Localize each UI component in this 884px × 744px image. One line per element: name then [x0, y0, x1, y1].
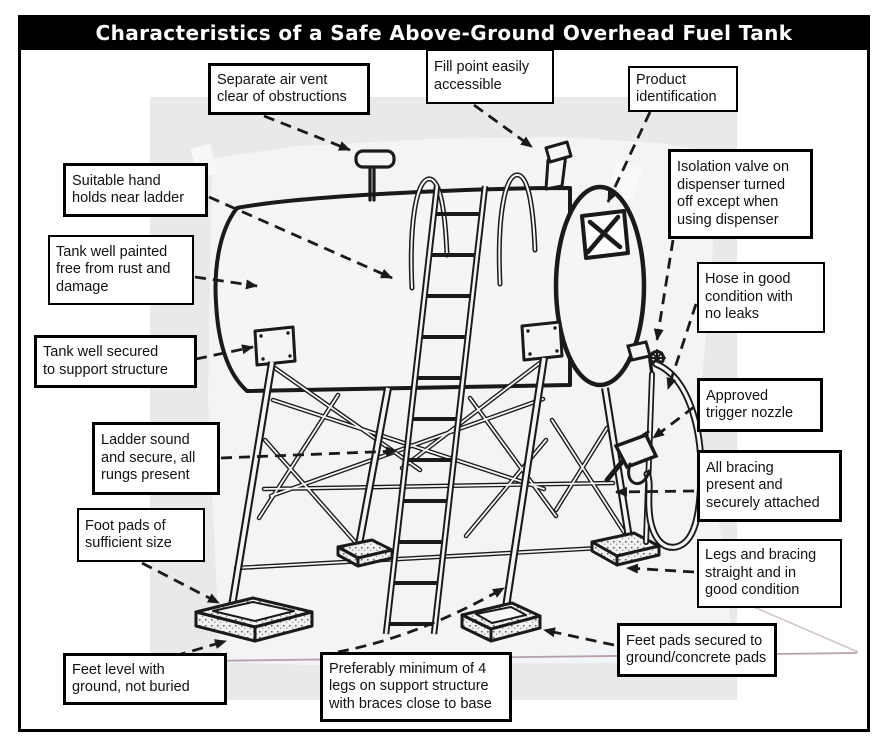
arrow-fill-point	[473, 103, 533, 149]
callout-minimum-legs: Preferably minimum of 4 legs on support …	[320, 652, 512, 722]
callout-feet-level: Feet level with ground, not buried	[63, 653, 227, 705]
mounting-plate-right	[520, 320, 564, 362]
callout-fill-point: Fill point easily accessible	[426, 49, 554, 104]
callout-product-identification: Product identification	[628, 66, 738, 112]
concrete-pad-back-center	[336, 538, 394, 568]
arrow-trigger-nozzle	[652, 405, 695, 440]
dispenser-group	[604, 340, 705, 551]
callout-all-bracing: All bracing present and securely attache…	[697, 450, 842, 522]
mounting-plate-left	[253, 325, 297, 367]
concrete-pads	[194, 531, 661, 643]
arrow-foot-pads-size	[141, 561, 220, 605]
arrow-all-bracing	[615, 486, 695, 497]
trigger-nozzle	[604, 430, 659, 486]
callout-tank-well-painted: Tank well painted free from rust and dam…	[48, 235, 194, 305]
arrow-separate-air-vent	[263, 114, 351, 152]
concrete-pad-dispenser	[590, 531, 661, 567]
pointer-arrows	[141, 103, 698, 658]
arrow-hose-condition	[666, 303, 698, 390]
callout-ladder-sound: Ladder sound and secure, all rungs prese…	[92, 422, 220, 495]
callout-suitable-hand-holds: Suitable hand holds near ladder	[63, 163, 208, 217]
page-title: Characteristics of a Safe Above-Ground O…	[21, 18, 867, 50]
fill-point	[544, 140, 573, 191]
ladder	[382, 185, 489, 635]
callout-isolation-valve: Isolation valve on dispenser turned off …	[668, 149, 813, 239]
arrow-feet-pads-secured	[543, 627, 615, 647]
callout-foot-pads-size: Foot pads of sufficient size	[77, 508, 205, 562]
hand-hold-right	[498, 173, 536, 285]
isolation-valve	[626, 340, 652, 362]
support-legs	[228, 357, 633, 608]
callout-separate-air-vent: Separate air vent clear of obstructions	[208, 63, 370, 115]
concrete-pad-front-left	[194, 596, 314, 643]
concrete-pad-front-right	[460, 601, 542, 643]
arrow-minimum-legs	[337, 586, 505, 654]
callout-feet-pads-secured: Feet pads secured to ground/concrete pad…	[617, 623, 777, 677]
callout-approved-trigger-nozzle: Approved trigger nozzle	[697, 378, 823, 432]
callout-legs-bracing: Legs and bracing straight and in good co…	[697, 539, 842, 608]
arrow-hand-holds	[208, 195, 393, 280]
air-vent	[354, 149, 396, 202]
mounting-plates	[253, 320, 564, 367]
arrow-tank-painted	[194, 275, 258, 290]
product-placard-icon	[580, 209, 630, 260]
arrow-tank-secured	[195, 344, 254, 361]
callout-hose-condition: Hose in good condition with no leaks	[697, 262, 825, 333]
arrow-product-identification	[606, 111, 652, 203]
callout-tank-well-secured: Tank well secured to support structure	[34, 335, 197, 388]
arrow-ladder-sound	[220, 446, 398, 460]
arrow-legs-bracing	[626, 563, 695, 574]
